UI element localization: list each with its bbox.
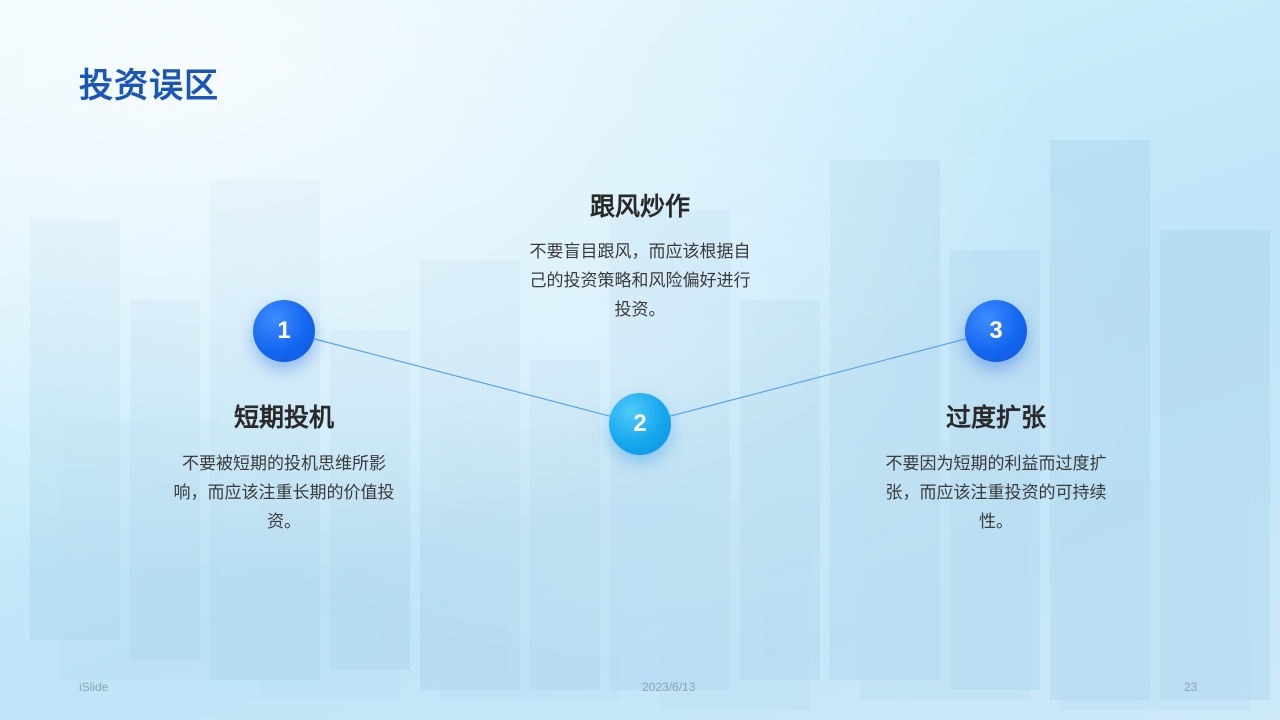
step-3-description: 不要因为短期的利益而过度扩张，而应该注重投资的可持续性。 bbox=[885, 454, 1107, 532]
step-3-badge: 3 bbox=[965, 300, 1027, 362]
connector-2-3 bbox=[639, 330, 997, 425]
connector-1-2 bbox=[283, 330, 641, 425]
footer-date: 2023/6/13 bbox=[642, 680, 696, 694]
step-1-description: 不要被短期的投机思维所影响，而应该注重长期的价值投资。 bbox=[173, 454, 395, 532]
page-title: 投资误区 bbox=[79, 66, 219, 106]
step-1-badge: 1 bbox=[253, 300, 315, 362]
step-3-heading: 过度扩张 bbox=[945, 403, 1046, 432]
step-2-heading: 跟风炒作 bbox=[589, 192, 690, 221]
footer-brand: iSlide bbox=[79, 680, 109, 694]
step-1-heading: 短期投机 bbox=[233, 403, 334, 432]
footer-page-number: 23 bbox=[1184, 680, 1198, 694]
step-2-description: 不要盲目跟风，而应该根据自己的投资策略和风险偏好进行投资。 bbox=[529, 242, 751, 320]
step-2-badge: 2 bbox=[609, 393, 671, 455]
